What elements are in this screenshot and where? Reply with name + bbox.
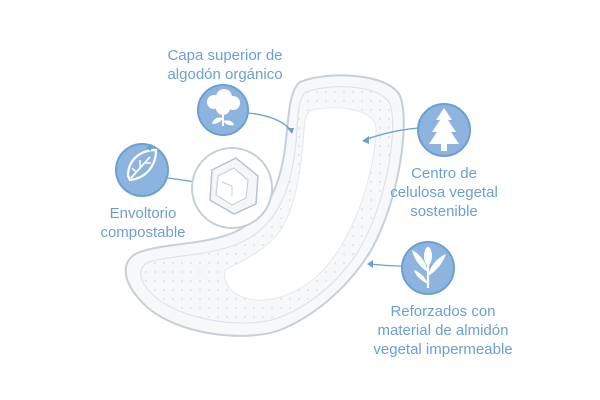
label-core: Centro de celulosa vegetal sostenible	[374, 164, 514, 221]
label-top-layer: Capa superior de algodón orgánico	[150, 46, 300, 84]
cotton-icon	[198, 85, 248, 135]
label-reinforcement: Reforzados con material de almidón veget…	[358, 302, 528, 359]
pine-tree-icon	[418, 104, 470, 156]
label-wrapper: Envoltorio compostable	[88, 204, 198, 242]
corn-plant-icon	[402, 242, 454, 294]
wrapper-zoom-circle	[192, 148, 272, 228]
compost-leaf-icon	[116, 144, 168, 196]
